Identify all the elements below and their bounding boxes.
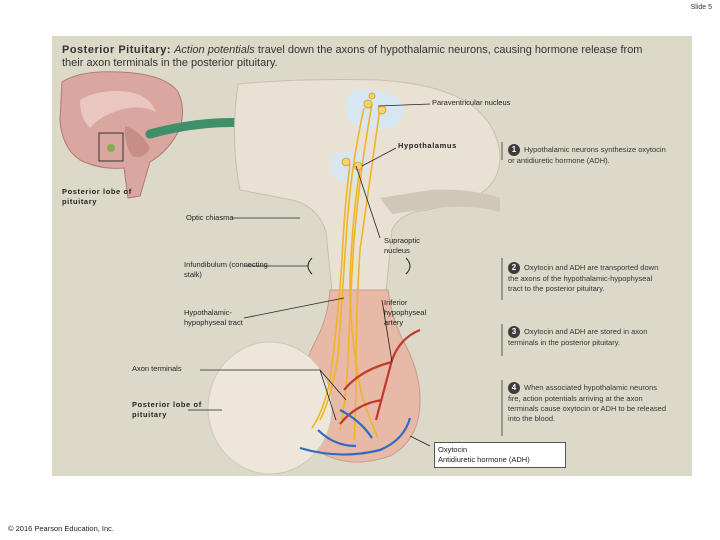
leader-supraoptic — [355, 165, 381, 239]
figure-title: Posterior Pituitary: Action potentials t… — [62, 44, 662, 70]
step-4-number: 4 — [508, 382, 520, 394]
neuron-cell-bodies — [341, 92, 387, 171]
copyright: © 2016 Pearson Education, Inc. — [8, 524, 115, 533]
leader-artery — [381, 299, 393, 363]
leader-hypothalamus — [361, 147, 397, 167]
step-1-number: 1 — [508, 144, 520, 156]
hormone-callout: Oxytocin Antidiuretic hormone (ADH) — [434, 442, 566, 468]
step-2-number: 2 — [508, 262, 520, 274]
hormone-line-2: Antidiuretic hormone (ADH) — [438, 455, 530, 464]
hypothalamus-tissue — [233, 79, 501, 293]
label-inferior-artery: Inferior hypophyseal artery — [384, 298, 427, 327]
leader-paraventricular — [377, 103, 431, 107]
slide-number: Slide 5 — [690, 4, 712, 11]
step-3-text: Oxytocin and ADH are stored in axon term… — [508, 326, 648, 347]
title-lead: Posterior Pituitary: — [62, 44, 172, 56]
title-emphasis: Action potentials — [174, 44, 255, 56]
leader-tract — [243, 297, 345, 319]
label-hypothalamus: Hypothalamus — [398, 141, 457, 150]
label-axon-terminals: Axon terminals — [132, 364, 182, 373]
leader-axon-terminals — [200, 369, 347, 421]
brain-thumbnail — [59, 71, 184, 199]
hormone-line-1: Oxytocin — [438, 445, 468, 454]
label-posterior-lobe-top: Posterior lobe of pituitary — [62, 187, 132, 206]
step-1-text: Hypothalamic neurons synthesize oxytocin… — [508, 144, 666, 165]
leader-hormone — [409, 435, 431, 447]
step-4-text: When associated hypothalamic neurons fir… — [508, 382, 666, 423]
label-supraoptic: Supraoptic nucleus — [384, 236, 420, 255]
axon-bundle — [311, 103, 381, 441]
label-optic-chiasma: Optic chiasma — [186, 213, 234, 222]
step-3-number: 3 — [508, 326, 520, 338]
label-hh-tract: Hypothalamic-hypophyseal tract — [184, 308, 243, 327]
label-infundibulum: Infundibulum (connecting stalk) — [184, 260, 268, 279]
step-2-text: Oxytocin and ADH are transported down th… — [508, 262, 659, 293]
label-posterior-lobe-bottom: Posterior lobe of pituitary — [132, 400, 202, 419]
label-paraventricular: Paraventricular nucleus — [432, 98, 511, 107]
title-rest: travel down the axons of hypothalamic ne… — [62, 44, 643, 69]
